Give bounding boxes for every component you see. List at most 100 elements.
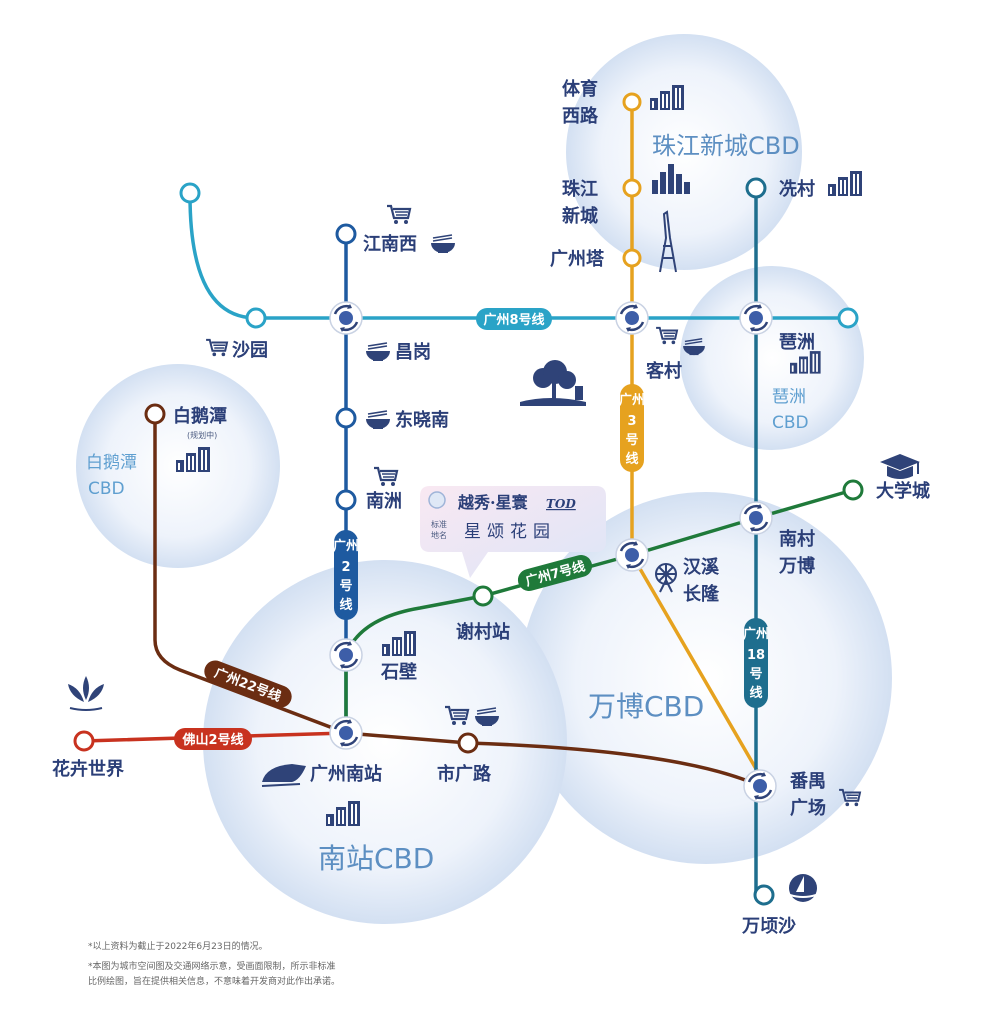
station-nanzhou: 南洲 <box>366 490 402 512</box>
station-panyu-2: 广场 <box>790 797 826 819</box>
station-shibi: 石壁 <box>380 661 417 683</box>
station-hanxi-2: 长隆 <box>683 583 720 605</box>
zhujiang-cbd-bubble <box>566 34 802 270</box>
station-nodes <box>73 92 864 906</box>
station-tiyu-2: 西路 <box>562 105 599 127</box>
noodle-bowl-icon <box>365 342 391 362</box>
hanxi-interchange-icon[interactable] <box>615 538 649 572</box>
station-zhujiang-2: 新城 <box>562 205 598 227</box>
noodle-bowl-icon <box>430 234 456 254</box>
foshan-2-label-box <box>174 728 252 750</box>
line-18-label-1: 广州 <box>743 626 769 642</box>
station-xiecun: 谢村站 <box>456 621 510 643</box>
high-speed-train-icon <box>261 764 306 787</box>
xiecun-node[interactable] <box>472 585 494 607</box>
station-nancun-2: 万博 <box>778 555 815 577</box>
nanzhan-cbd-label: 南站CBD <box>318 842 434 875</box>
project-name: 星颂花园 <box>464 522 556 542</box>
nanzhou-node[interactable] <box>335 489 357 511</box>
tree-icon <box>520 360 586 406</box>
baietan-cbd-label-2: CBD <box>88 479 125 499</box>
station-xiancun: 冼村 <box>779 178 815 200</box>
line-2-label-4: 线 <box>339 597 352 613</box>
pazhou-cbd-label-1: 琶洲 <box>772 387 806 407</box>
project-brand: 越秀·星寰 <box>457 493 528 512</box>
dongxiaonan-node[interactable] <box>335 407 357 429</box>
station-shayuan: 沙园 <box>232 340 268 361</box>
station-hanxi-1: 汉溪 <box>683 557 720 578</box>
guangzhounan-interchange-icon[interactable] <box>329 716 363 750</box>
disclaimer-1: *以上资料为截止于2022年6月23日的情况。 <box>88 942 268 952</box>
baietan-node[interactable] <box>144 403 166 425</box>
station-baietan: 白鹅潭 <box>173 405 227 427</box>
project-tod: TOD <box>546 497 576 511</box>
changgang-interchange-icon[interactable] <box>329 301 363 335</box>
station-huahui: 花卉世界 <box>52 758 124 780</box>
shayuan-node[interactable] <box>245 307 267 329</box>
wanqingsha-node[interactable] <box>753 884 775 906</box>
line-2-label-box <box>334 530 358 620</box>
guangzhouta-node[interactable] <box>622 248 642 268</box>
noodle-bowl-icon <box>365 410 391 430</box>
nanzhan-cbd-bubble <box>203 560 567 924</box>
line-3-label-box <box>620 384 644 472</box>
shopping-cart-icon <box>373 466 399 488</box>
station-names: 体育 西路 珠江 新城 广州塔 冼村 江南西 沙园 昌岗 客村 琶洲 东晓南 白… <box>52 78 930 937</box>
graduation-cap-icon <box>880 454 920 479</box>
line8-east-end-node[interactable] <box>837 307 859 329</box>
shopping-cart-icon <box>205 338 229 358</box>
wanbo-cbd-label: 万博CBD <box>588 690 704 723</box>
project-tag-1: 标准 <box>431 519 447 529</box>
station-shiguanglu: 市广路 <box>437 763 492 785</box>
project-card: 越秀·星寰 TOD 标准 地名 星颂花园 <box>420 486 606 578</box>
station-daxuecheng: 大学城 <box>876 480 930 502</box>
station-kecun: 客村 <box>646 360 682 382</box>
shibi-interchange-icon[interactable] <box>329 638 363 672</box>
line-3-label-4: 线 <box>625 451 638 467</box>
line-3-label-3: 号 <box>625 433 638 448</box>
pazhou-interchange-icon[interactable] <box>739 301 773 335</box>
disclaimer-3: 比例绘图，旨在提供相关信息，不意味着开发商对此作出承诺。 <box>88 977 341 987</box>
buildings-icon <box>828 171 862 196</box>
line-22-track <box>153 412 762 788</box>
station-dongxiaonan: 东晓南 <box>395 409 449 431</box>
line-8-label-box <box>476 308 552 330</box>
kecun-interchange-icon[interactable] <box>615 301 649 335</box>
daxuecheng-node[interactable] <box>842 479 864 501</box>
shopping-cart-icon <box>655 326 679 346</box>
tiyu-node[interactable] <box>622 92 642 112</box>
line-2-label-2: 2 <box>341 560 350 575</box>
station-baietan-note: (规划中) <box>187 430 217 440</box>
station-nancun-1: 南村 <box>779 528 815 550</box>
line8-west-end-node[interactable] <box>179 182 201 204</box>
zhujiang-cbd-label: 珠江新城CBD <box>652 132 800 160</box>
line-18-label-2: 18 <box>747 648 765 663</box>
shopping-cart-icon <box>386 204 412 226</box>
line-18-label-box <box>744 618 768 708</box>
xiancun-node[interactable] <box>745 177 767 199</box>
buildings-icon <box>652 164 690 194</box>
jiangnanxi-node[interactable] <box>335 223 357 245</box>
line-18-label-3: 号 <box>749 667 762 682</box>
sailboat-icon <box>789 874 817 902</box>
project-logo-icon <box>428 491 446 509</box>
zhujiang-node[interactable] <box>622 178 642 198</box>
station-tiyu-1: 体育 <box>562 78 598 100</box>
station-zhujiang-1: 珠江 <box>562 179 598 200</box>
line-2-label-1: 广州 <box>333 538 359 554</box>
nancun-interchange-icon[interactable] <box>739 501 773 535</box>
canton-tower-icon <box>659 210 677 273</box>
baietan-cbd-label-1: 白鹅潭 <box>86 453 137 473</box>
map-icons <box>68 85 920 902</box>
ferris-wheel-icon <box>655 563 677 593</box>
wanbo-cbd-bubble <box>520 492 892 864</box>
cbd-labels: 珠江新城CBD 琶洲 CBD 白鹅潭 CBD 万博CBD 南站CBD <box>86 132 809 875</box>
panyu-interchange-icon[interactable] <box>743 769 777 803</box>
station-guangzhounan: 广州南站 <box>310 763 382 785</box>
line-3-label-1: 广州 <box>619 392 645 408</box>
lotus-icon <box>68 676 104 711</box>
pazhou-cbd-bubble <box>680 266 864 450</box>
line-18-label-4: 线 <box>749 685 762 701</box>
huahui-node[interactable] <box>73 730 95 752</box>
shiguanglu-node[interactable] <box>457 732 479 754</box>
